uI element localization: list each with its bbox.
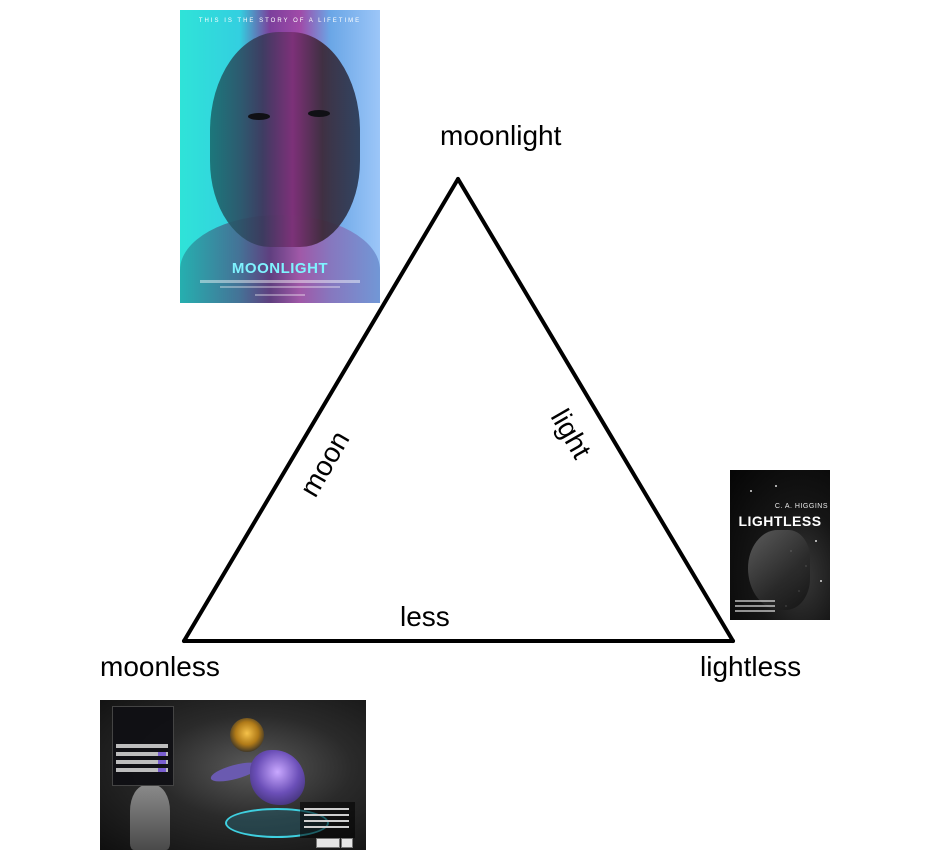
screenshot-hud-line (304, 826, 349, 828)
screenshot-panel-row (116, 752, 168, 756)
vertex-label-top: moonlight (440, 120, 562, 151)
screenshot-figure (130, 785, 170, 850)
poster-right-eye (308, 110, 330, 117)
poster-title: MOONLIGHT (231, 260, 329, 277)
vertex-label-bottom-left: moonless (100, 651, 220, 682)
screenshot-hud-line (304, 808, 349, 810)
cover-blurb-line (735, 600, 775, 602)
screenshot-panel-row (116, 768, 168, 772)
cover-profile (748, 530, 810, 610)
poster-face (210, 32, 360, 247)
poster-left-eye (248, 113, 270, 120)
screenshot-panel-bar (158, 768, 166, 772)
cover-star (775, 485, 777, 487)
screenshot-panel-row (116, 760, 168, 764)
screenshot-button (341, 838, 353, 848)
vertex-label-bottom-right: lightless (700, 651, 802, 682)
screenshot-helmet (230, 718, 264, 752)
cover-author: C. A. HIGGINS (774, 503, 828, 510)
game-screenshot-image (100, 700, 366, 850)
edge-left-line (182, 177, 460, 643)
cover-star (820, 580, 822, 582)
screenshot-panel-bar (158, 752, 166, 756)
edge-label-bottom: less (400, 601, 450, 632)
cover-star (750, 490, 752, 492)
cover-blurb-line (735, 605, 775, 607)
poster-tagline: THIS IS THE STORY OF A LIFETIME (198, 18, 362, 24)
screenshot-panel-row (116, 744, 168, 748)
cover-title: LIGHTLESS (738, 513, 822, 529)
poster-credits-line (220, 286, 340, 288)
screenshot-hud-line (304, 820, 349, 822)
poster-credits (200, 280, 360, 283)
screenshot-hud-line (304, 814, 349, 816)
poster-credits-line (255, 294, 305, 296)
cover-blurb-line (735, 610, 775, 612)
moonlight-poster-image: THIS IS THE STORY OF A LIFETIME MOONLIGH… (180, 10, 380, 303)
cover-star (815, 540, 817, 542)
screenshot-button (316, 838, 340, 848)
edge-right-line (456, 177, 735, 643)
lightless-book-cover-image: C. A. HIGGINS LIGHTLESS (730, 470, 830, 620)
screenshot-panel-bar (158, 760, 166, 764)
screenshot-creature (250, 750, 305, 805)
